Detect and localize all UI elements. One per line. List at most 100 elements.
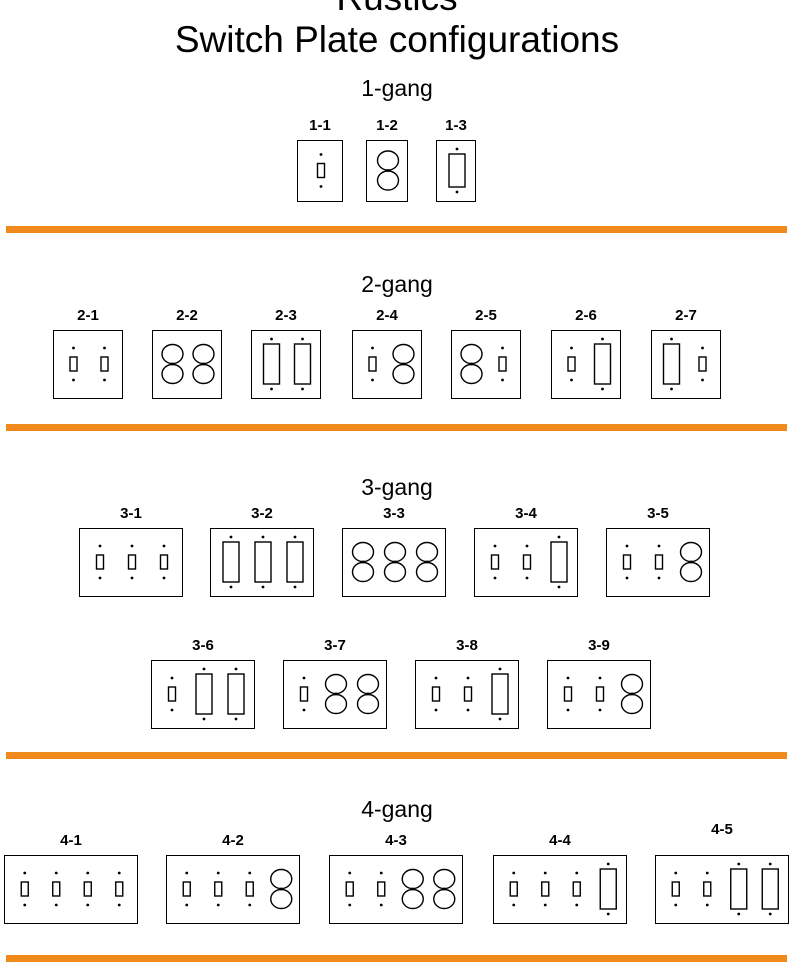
outlet-receptacle-top [376, 150, 400, 171]
wall-plate [4, 855, 138, 924]
toggle-opening [541, 871, 550, 907]
toggle-slot [182, 881, 191, 897]
toggle-slot [115, 881, 124, 897]
plate-openings [622, 541, 703, 583]
screw-dot [248, 903, 252, 907]
outlet-receptacle-bottom [415, 561, 439, 583]
plate-label: 2-3 [275, 307, 297, 324]
outlet-receptacle-bottom [401, 888, 424, 910]
screw-dot [670, 387, 673, 391]
screw-dot [557, 535, 561, 539]
rocker-opening-rect [599, 868, 617, 910]
screw-dot [234, 667, 238, 671]
outlet-receptacle-top [392, 343, 415, 365]
screw-dot [170, 676, 174, 680]
toggle-slot [368, 356, 377, 372]
toggle-slot [595, 686, 605, 702]
screw-dot [601, 387, 604, 391]
screw-dot [625, 544, 629, 548]
screw-dot [98, 576, 102, 580]
plate-label: 3-7 [324, 637, 346, 654]
toggle-opening [563, 676, 573, 712]
plate-openings [20, 871, 124, 907]
duplex-opening [392, 343, 415, 385]
outlet-receptacle-bottom [392, 363, 415, 385]
plate-openings [161, 343, 215, 385]
screw-dot [425, 560, 429, 564]
rocker-opening-rect [761, 868, 779, 910]
toggle-slot [567, 356, 576, 372]
outlet-receptacle-bottom [161, 363, 184, 385]
toggle-opening [69, 346, 78, 382]
plate-label: 1-2 [376, 117, 398, 134]
toggle-slot [245, 881, 254, 897]
screw-dot [348, 871, 352, 875]
screw-dot [302, 708, 306, 712]
screw-dot [411, 887, 415, 891]
wall-plate [329, 855, 463, 924]
toggle-opening [316, 153, 326, 188]
toggle-opening [115, 871, 124, 907]
screw-dot [670, 337, 673, 341]
screw-dot [261, 585, 265, 589]
plate-label: 2-4 [376, 307, 398, 324]
plate-label: 2-1 [77, 307, 99, 324]
outlet-receptacle-top [161, 343, 184, 365]
toggle-slot [345, 881, 354, 897]
screw-dot [470, 362, 473, 366]
screw-dot [54, 871, 58, 875]
rocker-opening-rect [254, 541, 272, 583]
screw-dot [185, 871, 189, 875]
section-heading-2-gang: 2-gang [361, 271, 433, 297]
toggle-opening [567, 346, 576, 382]
plate-label: 1-1 [309, 117, 331, 134]
rocker-opening [662, 337, 681, 391]
screw-dot [402, 362, 405, 366]
screw-dot [768, 912, 772, 916]
screw-dot [379, 903, 383, 907]
plate-label: 3-2 [251, 505, 273, 522]
rocker-opening [254, 535, 272, 589]
toggle-slot [509, 881, 518, 897]
plate-openings [460, 343, 507, 385]
outlet-receptacle-top [351, 541, 375, 563]
outlet-receptacle-bottom [376, 170, 400, 191]
screw-dot [248, 871, 252, 875]
screw-dot [598, 708, 602, 712]
screw-dot [162, 544, 166, 548]
toggle-opening [182, 871, 191, 907]
screw-dot [301, 387, 304, 391]
toggle-slot [83, 881, 92, 897]
plate-label: 3-8 [456, 637, 478, 654]
screw-dot [366, 692, 370, 696]
rocker-opening-rect [593, 343, 612, 385]
screw-dot [466, 676, 470, 680]
screw-dot [171, 362, 174, 366]
wall-plate [493, 855, 627, 924]
toggle-slot [20, 881, 29, 897]
toggle-slot [703, 881, 712, 897]
duplex-opening [270, 868, 293, 910]
rocker-opening-rect [262, 343, 281, 385]
screw-dot [302, 676, 306, 680]
toggle-slot [498, 356, 507, 372]
section-heading-4-gang: 4-gang [361, 796, 433, 822]
screw-dot [130, 544, 134, 548]
rocker-opening [730, 862, 748, 916]
toggle-slot [299, 686, 309, 702]
plate-label: 3-6 [192, 637, 214, 654]
toggle-slot [463, 686, 473, 702]
screw-dot [23, 871, 27, 875]
toggle-slot [572, 881, 581, 897]
screw-dot [570, 378, 573, 382]
toggle-opening [498, 346, 507, 382]
plate-label: 1-3 [445, 117, 467, 134]
page-title: Switch Plate configurations [174, 19, 620, 60]
screw-dot [543, 903, 547, 907]
screw-dot [768, 862, 772, 866]
duplex-opening [376, 150, 400, 191]
rocker-opening [550, 535, 568, 589]
screw-dot [393, 560, 397, 564]
plate-openings [376, 150, 400, 191]
outlet-receptacle-top [192, 343, 215, 365]
